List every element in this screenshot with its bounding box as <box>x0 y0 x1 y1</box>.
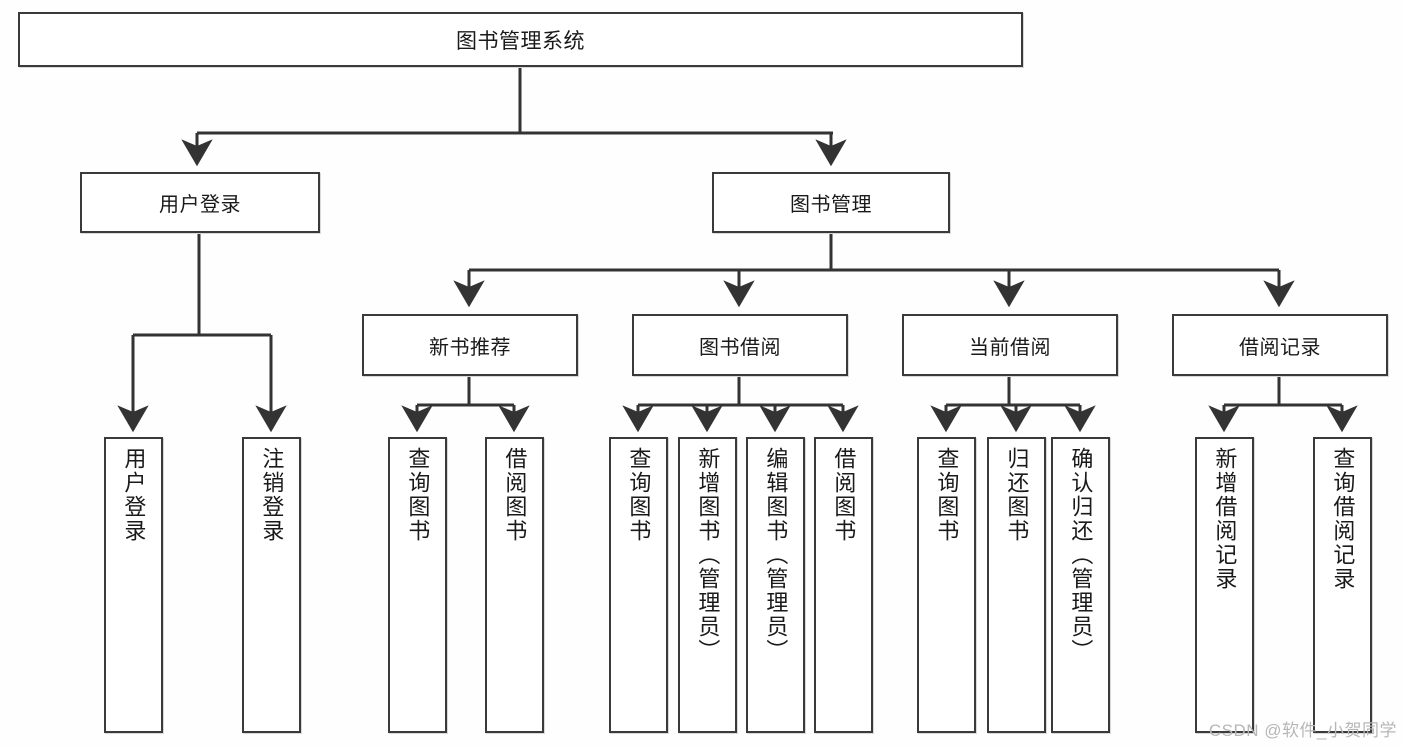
node-root-system[interactable]: 图书管理系统 <box>18 12 1023 67</box>
node-label: 图书借阅 <box>699 336 781 359</box>
node-book-borrow[interactable]: 图书借阅 <box>632 314 848 376</box>
leaf-recommend-borrow-book[interactable]: 借阅图书 <box>485 437 544 733</box>
node-label: 借阅记录 <box>1239 336 1321 359</box>
node-label: 用户登录 <box>121 447 147 543</box>
leaf-borrow-borrow-book[interactable]: 借阅图书 <box>814 437 873 733</box>
node-label: 新增借阅记录 <box>1212 447 1238 591</box>
node-label: 查询图书 <box>934 447 960 543</box>
node-label: 编辑图书（管理员） <box>763 447 789 663</box>
node-current-borrow[interactable]: 当前借阅 <box>902 314 1118 376</box>
node-label: 新书推荐 <box>429 336 511 359</box>
leaf-borrow-edit-book-admin[interactable]: 编辑图书（管理员） <box>746 437 805 733</box>
node-label: 借阅图书 <box>831 447 857 543</box>
leaf-user-login-login[interactable]: 用户登录 <box>104 437 163 733</box>
node-label: 查询图书 <box>626 447 652 543</box>
leaf-current-query-book[interactable]: 查询图书 <box>917 437 976 733</box>
node-label: 归还图书 <box>1004 447 1030 543</box>
node-label: 查询图书 <box>405 447 431 543</box>
node-label: 新增图书（管理员） <box>695 447 721 663</box>
node-label: 图书管理 <box>790 194 872 216</box>
node-new-book-recommend[interactable]: 新书推荐 <box>362 314 578 376</box>
watermark: CSDN @软件_小贺同学 <box>1208 721 1397 740</box>
leaf-borrow-add-book-admin[interactable]: 新增图书（管理员） <box>678 437 737 733</box>
leaf-recommend-query-book[interactable]: 查询图书 <box>388 437 447 733</box>
node-label: 查询借阅记录 <box>1330 447 1356 591</box>
node-label: 用户登录 <box>159 194 241 216</box>
node-label: 当前借阅 <box>969 336 1051 359</box>
leaf-current-return-book[interactable]: 归还图书 <box>987 437 1046 733</box>
node-label: 借阅图书 <box>502 447 528 543</box>
node-user-login[interactable]: 用户登录 <box>80 172 320 233</box>
leaf-current-confirm-return-admin[interactable]: 确认归还（管理员） <box>1051 437 1110 733</box>
leaf-borrow-query-book[interactable]: 查询图书 <box>609 437 668 733</box>
node-borrow-record[interactable]: 借阅记录 <box>1172 314 1388 376</box>
leaf-record-query-record[interactable]: 查询借阅记录 <box>1313 437 1372 733</box>
node-book-management[interactable]: 图书管理 <box>712 172 950 233</box>
leaf-user-login-logout[interactable]: 注销登录 <box>242 437 301 733</box>
node-label: 确认归还（管理员） <box>1068 447 1094 663</box>
node-label: 注销登录 <box>259 447 285 543</box>
leaf-record-add-record[interactable]: 新增借阅记录 <box>1195 437 1254 733</box>
node-label: 图书管理系统 <box>456 29 585 53</box>
